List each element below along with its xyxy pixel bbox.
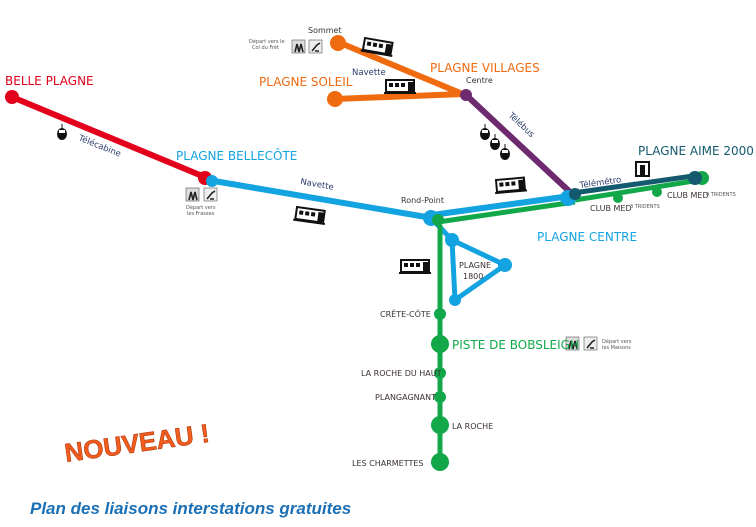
label-centre: PLAGNE CENTRE (537, 230, 637, 244)
bus-icon (383, 79, 417, 95)
bus-icon (493, 176, 529, 196)
gondola-icon (489, 133, 501, 151)
departure-bobsleigh-line1: Départ vers (602, 338, 632, 345)
label-soleil: PLAGNE SOLEIL (259, 75, 353, 89)
green-aime-line (574, 177, 701, 203)
gondola-icon (479, 123, 491, 141)
station-clubmed2[interactable] (652, 187, 662, 197)
label-charmettes: LES CHARMETTES (352, 459, 424, 468)
departure-bellecote-line1: Départ vers (186, 204, 216, 211)
orange-sommet-line (336, 39, 467, 98)
station-aime2000[interactable] (688, 171, 702, 185)
bus-icon (398, 259, 432, 275)
station-charmettes[interactable] (431, 453, 449, 471)
navette-bellecote-line (207, 177, 433, 221)
station-1800-a[interactable] (445, 233, 459, 247)
label-rond-point: Rond-Point (401, 196, 444, 205)
label-villages: PLAGNE VILLAGES (430, 61, 540, 75)
rondpoint-centre-green-line (437, 199, 576, 225)
label-navette-soleil: Navette (352, 68, 386, 78)
hiking-icon (291, 39, 306, 54)
ski-icon (203, 187, 218, 202)
label-sommet: Sommet (308, 26, 342, 35)
departure-bellecote-line2: les Frasses (187, 211, 215, 217)
station-1800-b[interactable] (498, 258, 512, 272)
departure-sommet-line1: Départ vers le (249, 38, 285, 45)
station-soleil[interactable] (327, 91, 343, 107)
label-bobsleigh: PISTE DE BOBSLEIGH (452, 338, 579, 352)
label-aime2000: PLAGNE AIME 2000 (638, 144, 754, 158)
station-bobsleigh[interactable] (431, 335, 449, 353)
label-clubmed2: CLUB MED (667, 191, 709, 200)
label-bellecote: PLAGNE BELLECÔTE (176, 148, 297, 163)
nouveau-badge: NOUVEAU ! (63, 418, 212, 468)
station-rond-point-green[interactable] (432, 214, 444, 226)
station-villages[interactable] (460, 89, 472, 101)
departure-bobsleigh-line2: les Maisons (602, 345, 631, 351)
label-clubmed1: CLUB MED (590, 204, 632, 213)
label-la-roche: LA ROCHE (452, 422, 493, 431)
station-bellecote[interactable] (206, 175, 218, 187)
station-1800-c[interactable] (449, 294, 461, 306)
label-villages-centre: Centre (466, 76, 493, 85)
label-navette-bellecote: Navette (299, 177, 334, 193)
label-crete-cote: CRÊTE-CÔTE (380, 308, 431, 319)
rondpoint-centre-blue-line (431, 193, 571, 218)
gondola-icon (499, 143, 511, 161)
departure-sommet-line2: Col du Frêt (252, 44, 279, 51)
label-roche-haut: LA ROCHE DU HAUT (361, 369, 442, 378)
station-crete-cote[interactable] (434, 308, 446, 320)
station-clubmed1[interactable] (613, 193, 623, 203)
telemetro-line (572, 173, 694, 196)
station-plangagnant[interactable] (434, 391, 446, 403)
bus-icon (292, 205, 328, 227)
label-clubmed1-sup: 3 TRIDENTS (630, 204, 660, 210)
hiking-icon (185, 187, 200, 202)
label-plagne1800-b: 1800 (463, 272, 483, 281)
telecabine-line (10, 94, 209, 181)
page-title: Plan des liaisons interstations gratuite… (30, 499, 351, 518)
label-plagne1800-a: PLAGNE (459, 261, 491, 270)
label-belle-plagne: BELLE PLAGNE (5, 74, 94, 88)
plagne1800-loop (449, 235, 510, 305)
station-belle-plagne[interactable] (5, 90, 19, 104)
orange-soleil-line (334, 91, 464, 102)
gondola-icon (56, 123, 68, 141)
telebus-line (462, 91, 573, 195)
station-sommet[interactable] (330, 35, 346, 51)
ski-icon (308, 39, 323, 54)
label-plangagnant: PLANGAGNANT (375, 393, 436, 402)
ski-icon (583, 336, 598, 351)
station-centre-teal[interactable] (569, 188, 581, 200)
label-clubmed2-sup: 4 TRIDENTS (706, 192, 736, 198)
station-la-roche[interactable] (431, 416, 449, 434)
station-roche-haut[interactable] (434, 367, 446, 379)
telemetro-car-icon (635, 161, 650, 177)
